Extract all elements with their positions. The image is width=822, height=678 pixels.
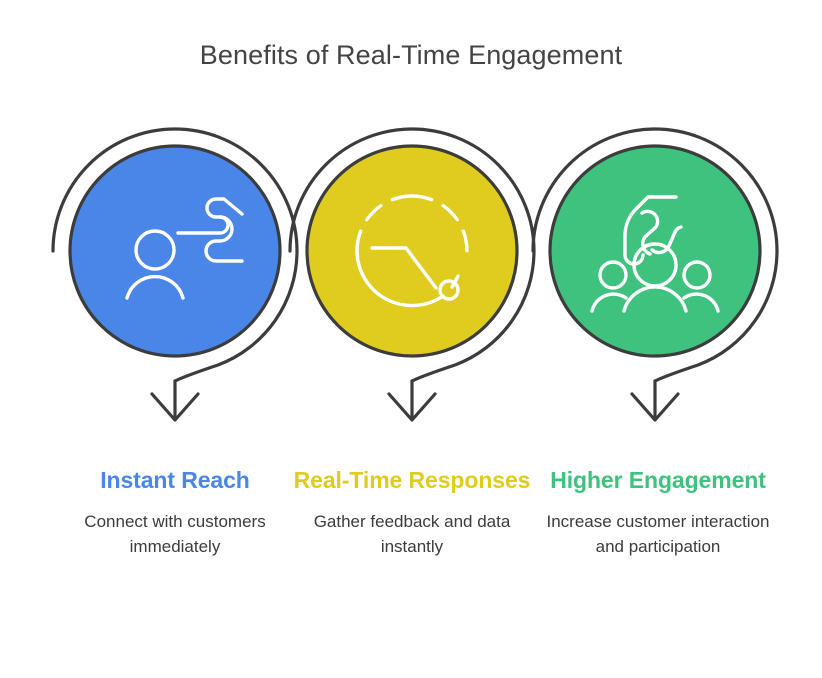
benefit-body-1: Connect with customers immediately [84, 512, 266, 556]
benefit-body-3: Increase customer interaction and partic… [546, 512, 770, 556]
outer-ring-arc-3 [531, 127, 779, 383]
benefit-heading-2: Real-Time Responses [293, 467, 531, 493]
node-real-time-responses [288, 127, 536, 422]
clock-speed-icon [355, 194, 469, 308]
flow-arrow-1 [150, 379, 200, 422]
node-higher-engagement [531, 127, 779, 422]
outer-ring-arc-2 [288, 127, 536, 383]
people-group-icon [590, 195, 720, 313]
person-broadcast-icon [125, 197, 244, 300]
benefit-column-instant-reach: Instant Reach Connect with customers imm… [50, 465, 300, 559]
circle-badge-2 [305, 144, 519, 358]
outer-ring-arc-1 [51, 127, 299, 383]
flow-arrow-2 [387, 379, 437, 422]
page-title: Benefits of Real-Time Engagement [199, 40, 623, 70]
benefit-column-higher-engagement: Higher Engagement Increase customer inte… [533, 465, 783, 559]
node-instant-reach [51, 127, 299, 422]
flow-arrow-3 [630, 379, 680, 422]
benefit-column-real-time-responses: Real-Time Responses Gather feedback and … [287, 465, 537, 559]
benefit-body-2: Gather feedback and data instantly [313, 512, 511, 556]
benefit-heading-1: Instant Reach [100, 467, 250, 493]
benefit-heading-3: Higher Engagement [550, 467, 766, 493]
